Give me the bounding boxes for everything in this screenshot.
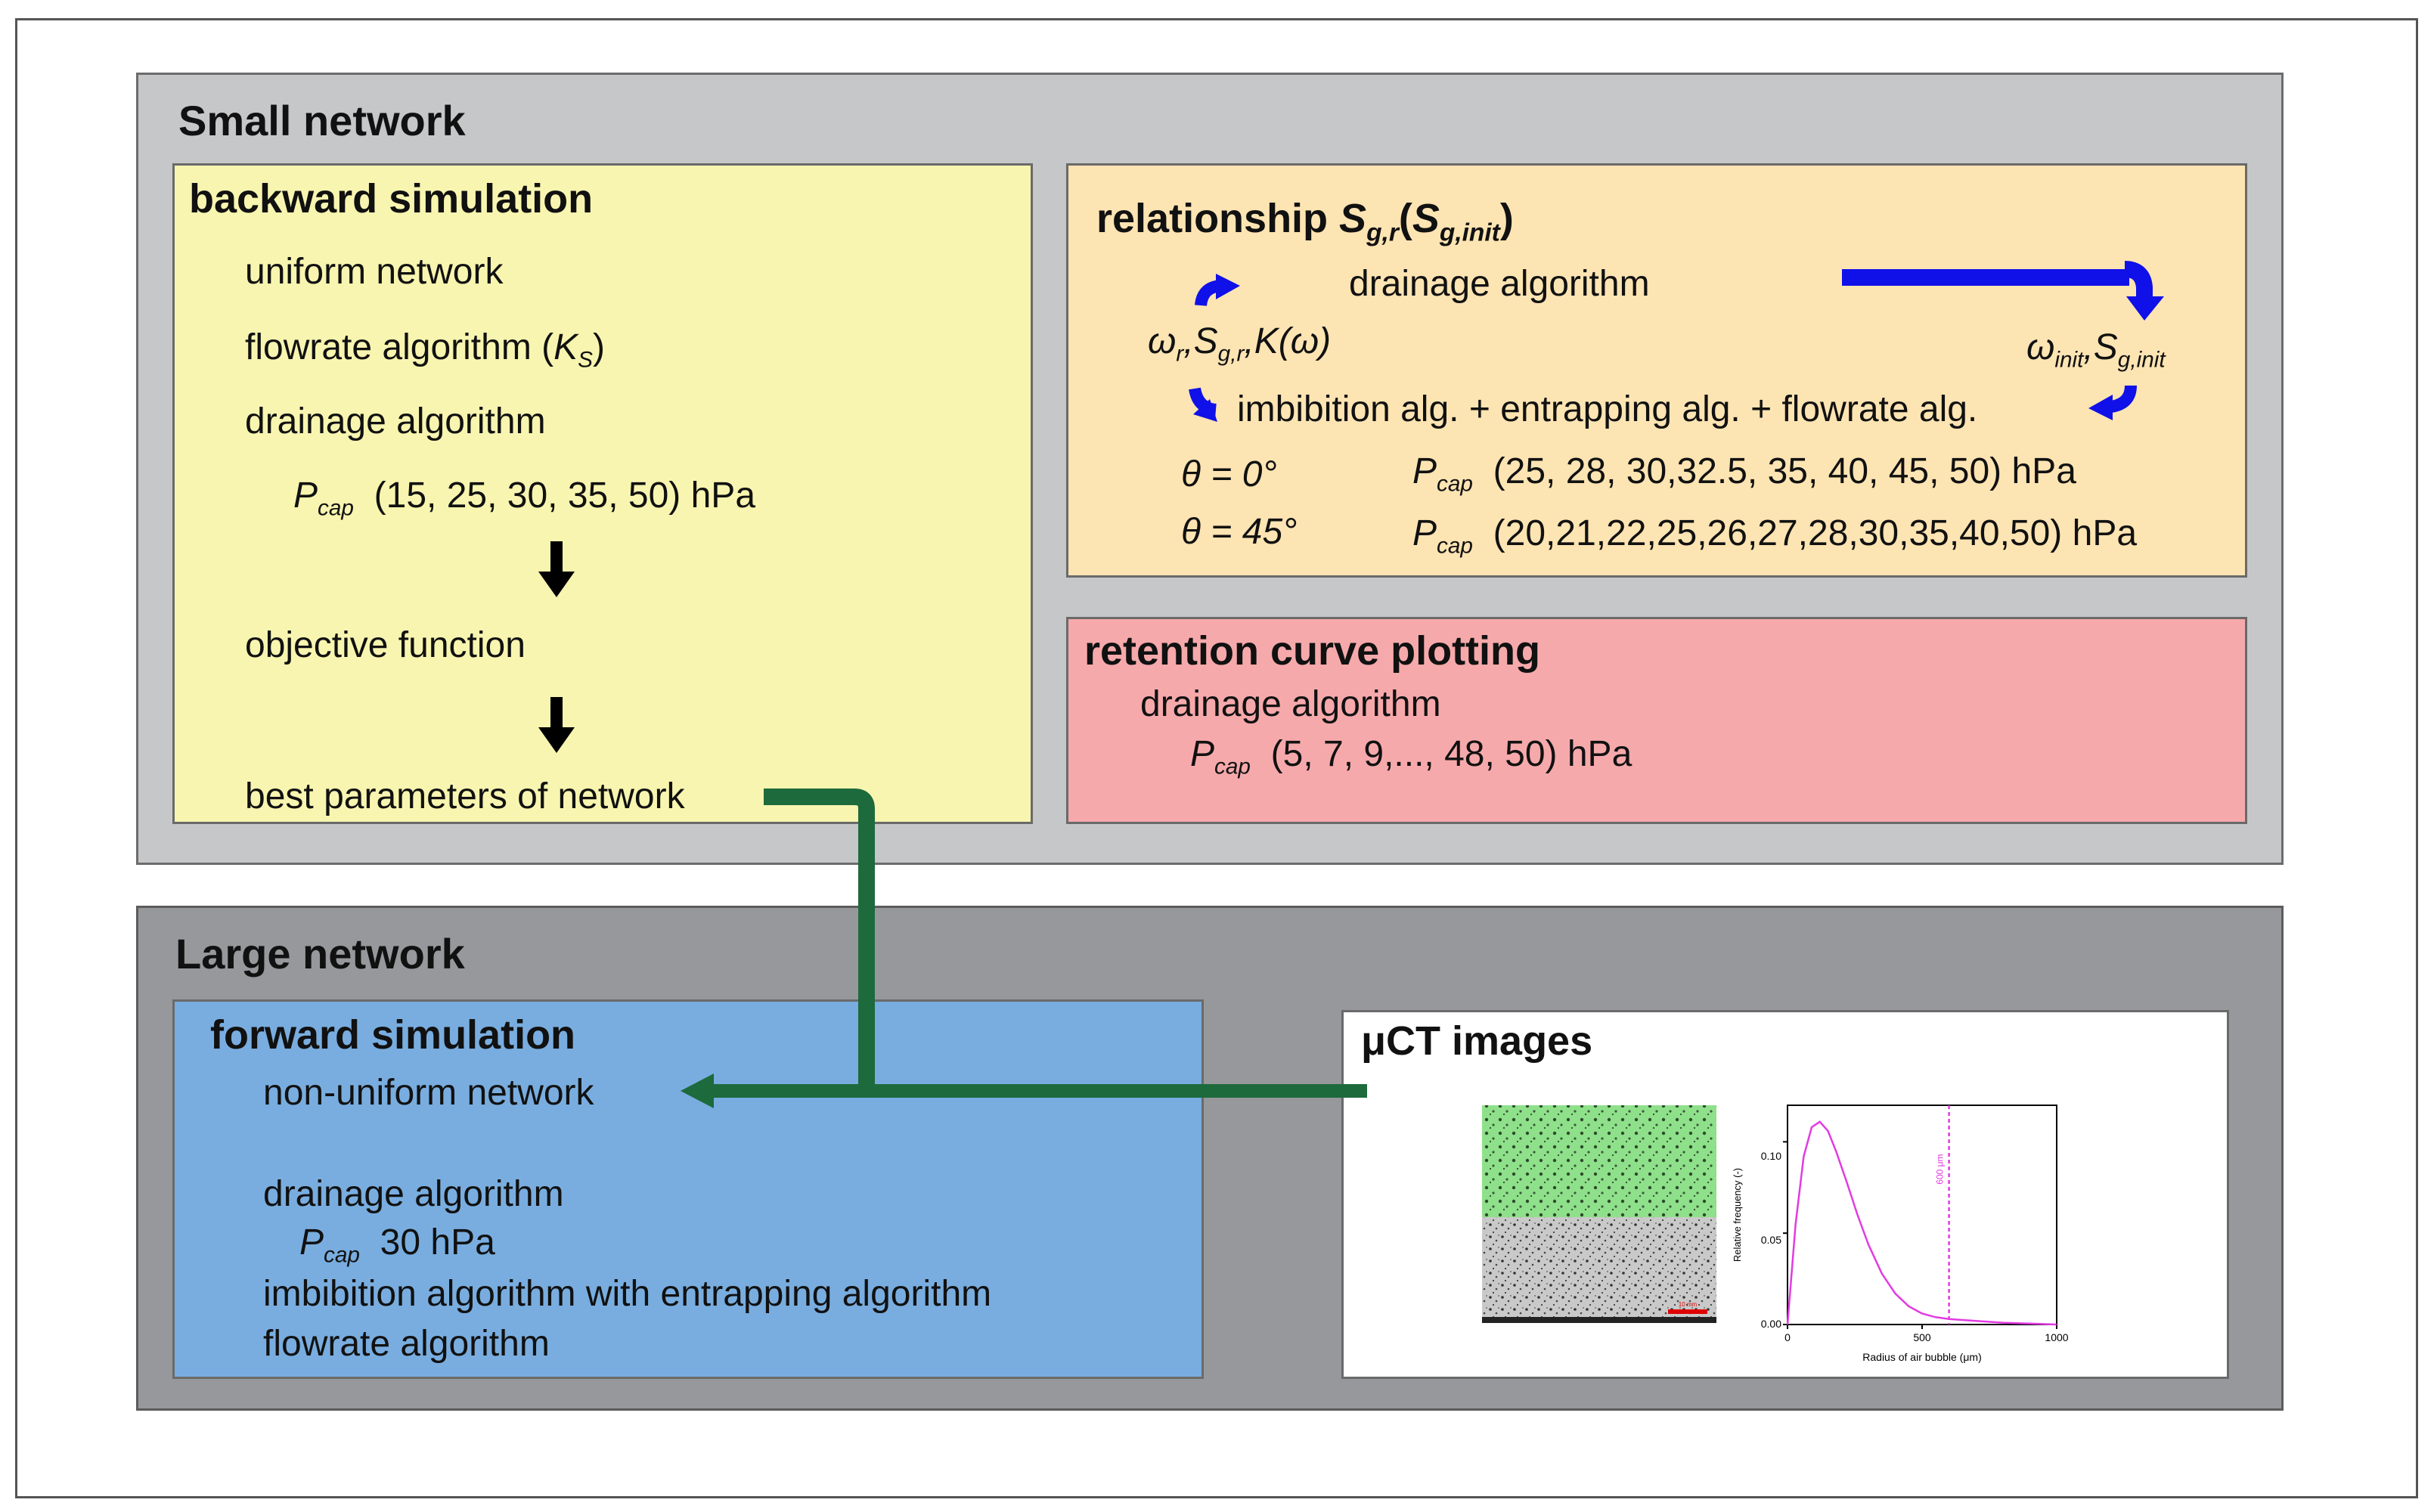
forward-pcap: Pcap 30 hPa [299, 1222, 495, 1268]
initial-state-label: ωinit,Sg,init [2026, 327, 2166, 373]
forward-simulation-title: forward simulation [210, 1012, 576, 1058]
forward-drainage-label: drainage algorithm [263, 1174, 564, 1214]
forward-simulation-box [172, 999, 1204, 1379]
relationship-title: relationship Sg,r(Sg,init) [1096, 196, 1514, 247]
relationship-drainage-label: drainage algorithm [1349, 264, 1650, 304]
backward-simulation-title: backward simulation [189, 176, 594, 222]
right-curved-arrow [2088, 385, 2137, 420]
histogram-ylabel: Relative frequency (-) [1732, 1168, 1743, 1262]
retention-pcap: Pcap (5, 7, 9,..., 48, 50) hPa [1190, 734, 1632, 779]
figure-frame [15, 18, 2418, 1498]
best-parameters-label: best parameters of network [245, 776, 685, 816]
retention-drainage-label: drainage algorithm [1140, 684, 1441, 724]
relationship-box [1066, 163, 2247, 578]
marker-600-label: 600 μm [1935, 1154, 1946, 1184]
xtick-0: 0 [1784, 1331, 1791, 1343]
non-uniform-network-label: non-uniform network [263, 1073, 594, 1113]
left-curved-up-arrow [1195, 274, 1240, 307]
backward-simulation-box [172, 163, 1033, 824]
drainage-cycle-arrow [1842, 261, 2164, 321]
imbibition-chain-label: imbibition alg. + entrapping alg. + flow… [1237, 389, 1978, 429]
theta-0-label: θ = 0° [1181, 454, 1277, 494]
small-network-title: Small network [178, 97, 466, 144]
retention-curve-box [1066, 617, 2247, 824]
retention-curve-title: retention curve plotting [1084, 628, 1541, 674]
residual-state-label: ωr,Sg,r,K(ω) [1148, 321, 1332, 367]
theta-45-pcap: Pcap (20,21,22,25,26,27,28,30,35,40,50) … [1412, 513, 2138, 559]
scale-bar-label: 10 mm [1679, 1301, 1698, 1308]
ytick-0: 0.00 [1761, 1318, 1781, 1330]
pcap-backward: Pcap (15, 25, 30, 35, 50) hPa [293, 476, 756, 521]
frequency-curve [1786, 1120, 2057, 1326]
ct-scan-image [1482, 1105, 1716, 1323]
xtick-1: 500 [1913, 1331, 1931, 1343]
ytick-1: 0.05 [1761, 1234, 1781, 1246]
forward-flowrate-label: flowrate algorithm [263, 1324, 550, 1364]
uct-images-title: μCT images [1361, 1018, 1593, 1064]
flowrate-algorithm-label: flowrate algorithm (KS) [245, 327, 605, 373]
uct-to-network-arrow [681, 1074, 1367, 1108]
xtick-2: 1000 [2045, 1331, 2068, 1343]
objective-function-label: objective function [245, 625, 526, 665]
forward-imbibition-label: imbibition algorithm with entrapping alg… [263, 1274, 992, 1314]
theta-45-label: θ = 45° [1181, 512, 1298, 552]
drainage-algorithm-label: drainage algorithm [245, 401, 546, 442]
bubble-radius-histogram: Relative frequency (-) Radius of air bub… [1732, 1105, 2069, 1363]
ytick-2: 0.10 [1761, 1150, 1781, 1162]
large-network-title: Large network [175, 930, 465, 978]
down-arrow-2 [538, 697, 575, 753]
left-curved-down-arrow [1189, 387, 1217, 422]
histogram-xlabel: Radius of air bubble (μm) [1862, 1351, 1981, 1363]
uniform-network-label: uniform network [245, 252, 504, 292]
best-parameters-transfer-arrow [764, 789, 875, 1090]
down-arrow-1 [538, 541, 575, 597]
theta-0-pcap: Pcap (25, 28, 30,32.5, 35, 40, 45, 50) h… [1412, 451, 2076, 497]
